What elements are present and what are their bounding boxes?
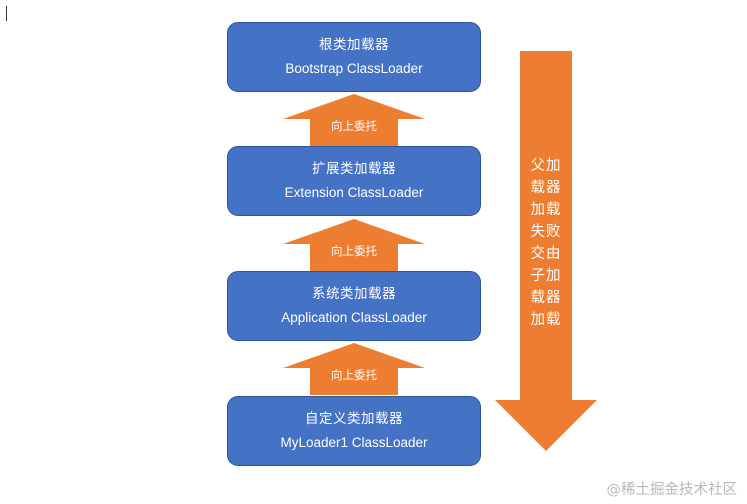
delegate-up-arrow: 向上委托 [283,343,425,395]
box-title-zh: 扩展类加载器 [312,161,396,177]
box-title-zh: 根类加载器 [319,37,389,53]
delegate-up-arrow: 向上委托 [283,219,425,271]
down-arrow-icon [495,51,597,451]
box-title-zh: 自定义类加载器 [305,411,403,427]
box-title-zh: 系统类加载器 [312,286,396,302]
custom-classloader-box: 自定义类加载器 MyLoader1 ClassLoader [227,396,481,466]
text-cursor [6,6,7,21]
fallback-label: 父加载器加载失败交由子加载器加载 [530,158,562,328]
box-title-en: Extension ClassLoader [284,185,424,200]
delegate-label: 向上委托 [331,244,377,258]
watermark: @稀土掘金技术社区 [606,482,738,498]
delegate-label: 向上委托 [331,119,377,133]
extension-classloader-box: 扩展类加载器 Extension ClassLoader [227,146,481,216]
delegate-label: 向上委托 [331,368,377,382]
up-arrow-icon [283,343,425,395]
fallback-down-arrow: 父加载器加载失败交由子加载器加载 [495,51,597,451]
up-arrow-icon [283,94,425,146]
bootstrap-classloader-box: 根类加载器 Bootstrap ClassLoader [227,22,481,92]
application-classloader-box: 系统类加载器 Application ClassLoader [227,271,481,341]
up-arrow-icon [283,219,425,271]
box-title-en: Application ClassLoader [281,310,427,325]
box-title-en: MyLoader1 ClassLoader [280,435,428,450]
box-title-en: Bootstrap ClassLoader [285,61,423,76]
delegate-up-arrow: 向上委托 [283,94,425,146]
